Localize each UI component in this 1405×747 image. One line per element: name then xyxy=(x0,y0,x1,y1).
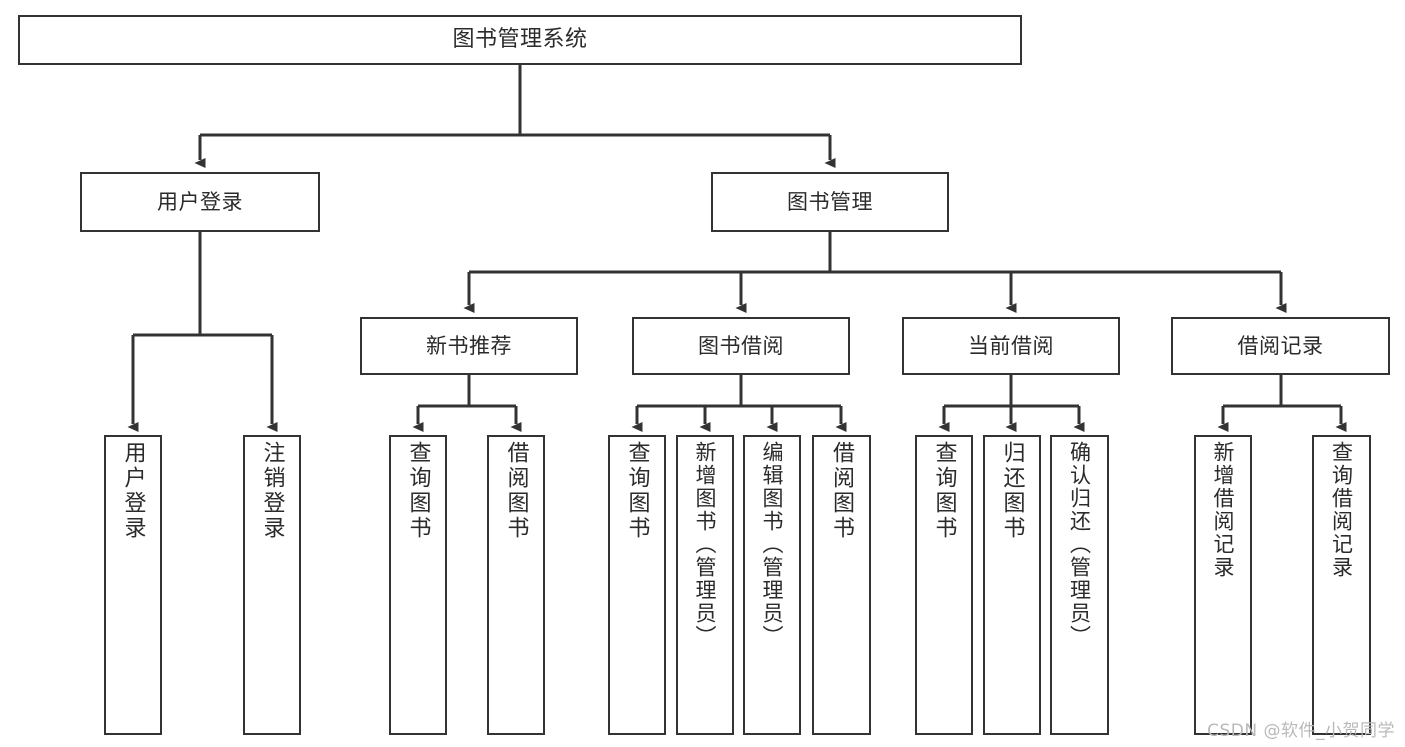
leaf-borrow-query-book[interactable]: 查询图书 xyxy=(608,435,666,735)
node-book-borrow[interactable]: 图书借阅 xyxy=(632,317,850,375)
leaf-current-return-book[interactable]: 归还图书 xyxy=(983,435,1041,735)
leaf-record-query-record[interactable]: 查询借阅记录 xyxy=(1312,435,1371,735)
node-label: 图书借阅 xyxy=(698,333,784,358)
node-label: 新增借阅记录 xyxy=(1211,441,1236,579)
node-label: 注销登录 xyxy=(259,441,285,541)
node-label: 新书推荐 xyxy=(426,333,512,358)
leaf-record-add-record[interactable]: 新增借阅记录 xyxy=(1194,435,1252,735)
leaf-recommend-query-book[interactable]: 查询图书 xyxy=(389,435,447,735)
node-label: 用户登录 xyxy=(157,189,243,214)
node-label: 图书管理系统 xyxy=(452,27,588,53)
leaf-user-login-login[interactable]: 用户登录 xyxy=(104,435,162,735)
node-label: 查询图书 xyxy=(931,441,957,541)
node-user-login[interactable]: 用户登录 xyxy=(80,172,320,232)
leaf-recommend-borrow-book[interactable]: 借阅图书 xyxy=(487,435,545,735)
leaf-user-login-logout[interactable]: 注销登录 xyxy=(243,435,301,735)
node-book-management[interactable]: 图书管理 xyxy=(711,172,949,232)
node-label: 查询借阅记录 xyxy=(1329,441,1354,579)
node-label: 借阅图书 xyxy=(503,441,529,541)
node-label: 新增图书（管理员） xyxy=(693,441,718,648)
node-label: 编辑图书（管理员） xyxy=(760,441,785,648)
leaf-borrow-borrow-book[interactable]: 借阅图书 xyxy=(812,435,871,735)
node-label: 当前借阅 xyxy=(968,333,1054,358)
leaf-borrow-edit-book-admin[interactable]: 编辑图书（管理员） xyxy=(743,435,801,735)
node-label: 图书管理 xyxy=(787,189,873,214)
node-borrow-record[interactable]: 借阅记录 xyxy=(1171,317,1390,375)
node-label: 确认归还（管理员） xyxy=(1067,441,1092,648)
node-root-system[interactable]: 图书管理系统 xyxy=(18,15,1022,65)
watermark-text: CSDN @软件_小贺同学 xyxy=(1207,721,1395,741)
leaf-current-query-book[interactable]: 查询图书 xyxy=(915,435,973,735)
leaf-borrow-add-book-admin[interactable]: 新增图书（管理员） xyxy=(676,435,734,735)
node-label: 查询图书 xyxy=(624,441,650,541)
node-label: 借阅记录 xyxy=(1237,333,1324,358)
node-current-borrow[interactable]: 当前借阅 xyxy=(902,317,1120,375)
node-label: 用户登录 xyxy=(120,441,146,541)
node-new-book-recommend[interactable]: 新书推荐 xyxy=(360,317,578,375)
node-label: 归还图书 xyxy=(999,441,1025,541)
leaf-current-confirm-return-admin[interactable]: 确认归还（管理员） xyxy=(1050,435,1109,735)
node-label: 查询图书 xyxy=(405,441,431,541)
node-label: 借阅图书 xyxy=(829,441,855,541)
